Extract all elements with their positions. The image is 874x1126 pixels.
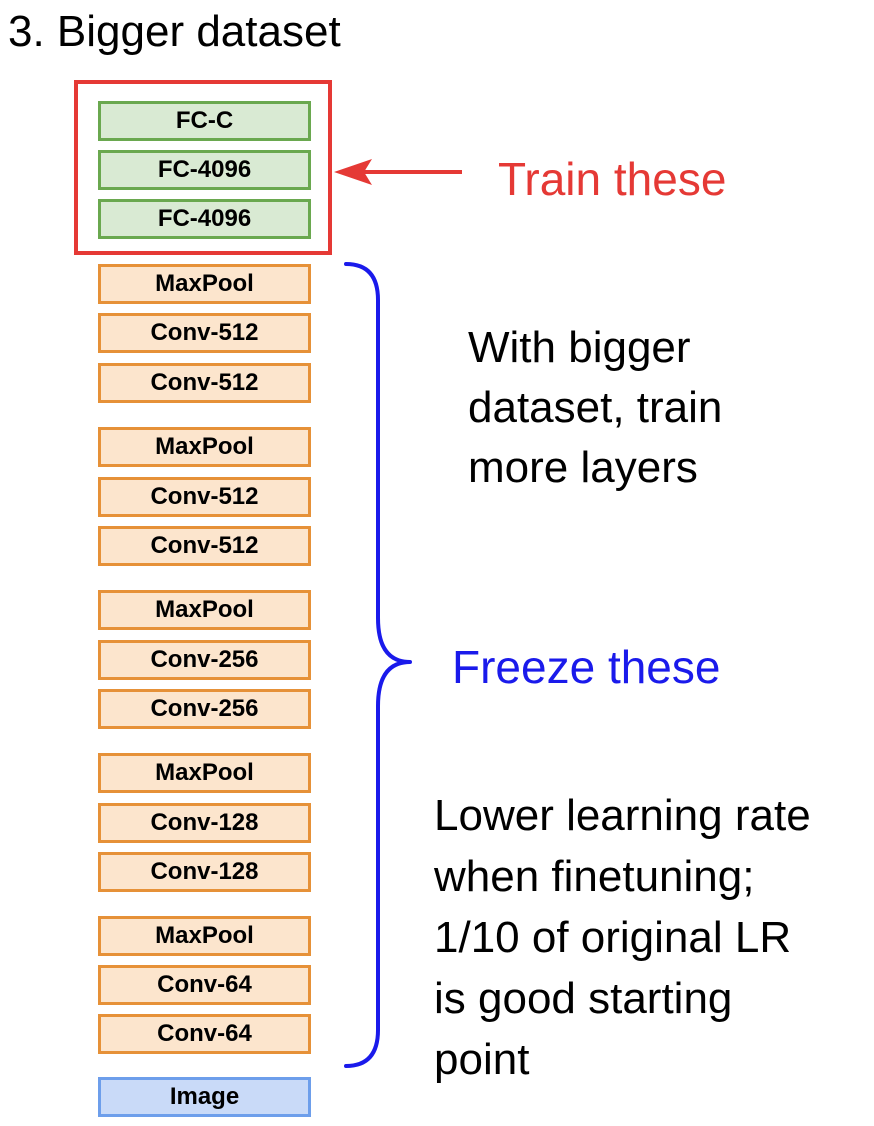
note-line: With bigger	[468, 323, 691, 372]
note-line: more layers	[468, 443, 698, 492]
page-title: 3. Bigger dataset	[8, 7, 341, 56]
layer-conv-64-2: Conv-64	[98, 965, 311, 1005]
layer-conv-256-1: Conv-256	[98, 689, 311, 729]
note-line: is good starting	[434, 974, 733, 1023]
freeze-these-label: Freeze these	[452, 641, 721, 693]
train-arrow-icon	[334, 159, 462, 185]
note-line: dataset, train	[468, 383, 723, 432]
layer-conv-512-1: Conv-512	[98, 526, 311, 566]
layer-conv-128-2: Conv-128	[98, 803, 311, 843]
train-layers-box	[74, 80, 332, 255]
bigger-dataset-note: With bigger dataset, train more layers	[468, 318, 722, 498]
layer-maxpool-2: MaxPool	[98, 753, 311, 793]
layer-conv-256-2: Conv-256	[98, 640, 311, 680]
freeze-brace-icon	[344, 262, 412, 1068]
note-line: when finetuning;	[434, 852, 755, 901]
layer-conv-64-1: Conv-64	[98, 1014, 311, 1054]
layer-maxpool-3: MaxPool	[98, 590, 311, 630]
note-line: Lower learning rate	[434, 791, 811, 840]
layer-maxpool-1: MaxPool	[98, 916, 311, 956]
learning-rate-note: Lower learning rate when finetuning; 1/1…	[434, 785, 811, 1090]
note-line: point	[434, 1035, 530, 1084]
layer-fc-4096-b: FC-4096	[98, 199, 311, 239]
layer-conv-512-2: Conv-512	[98, 477, 311, 517]
layer-conv-128-1: Conv-128	[98, 852, 311, 892]
layer-conv-512-4: Conv-512	[98, 313, 311, 353]
layer-image: Image	[98, 1077, 311, 1117]
note-line: 1/10 of original LR	[434, 913, 792, 962]
layer-conv-512-3: Conv-512	[98, 363, 311, 403]
layer-maxpool-4: MaxPool	[98, 427, 311, 467]
layer-maxpool-5: MaxPool	[98, 264, 311, 304]
layer-fc-4096-a: FC-4096	[98, 150, 311, 190]
train-these-label: Train these	[498, 153, 727, 205]
layer-fc-c: FC-C	[98, 101, 311, 141]
